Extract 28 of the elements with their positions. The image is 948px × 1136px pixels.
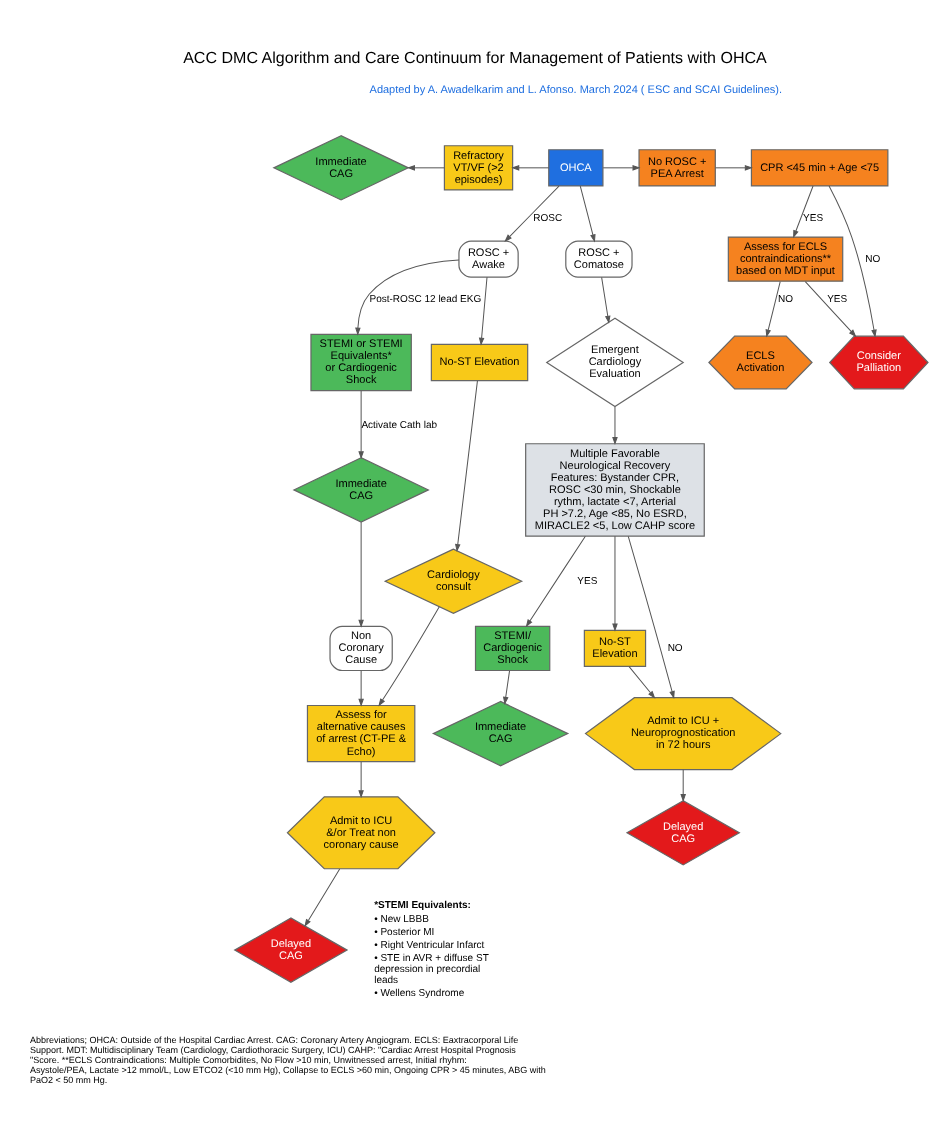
arrow [764, 281, 780, 337]
arrow [827, 185, 876, 337]
arrow [578, 185, 595, 242]
arrow [714, 165, 751, 171]
arrow [303, 868, 340, 927]
arrow [454, 380, 477, 551]
arrow [357, 761, 363, 798]
arrow [354, 259, 459, 335]
arrow [611, 535, 617, 631]
arrow [611, 406, 617, 444]
arrow [626, 535, 674, 699]
arrow [511, 165, 549, 171]
arrow [792, 185, 813, 238]
arrow [601, 165, 639, 171]
arrow [600, 276, 610, 323]
arrow [478, 276, 487, 345]
arrow [627, 666, 654, 699]
arrow [357, 670, 363, 706]
arrow [803, 281, 855, 337]
diagram-title: ACC DMC Algorithm and Care Continuum for Management of Patients with OHCA [182, 49, 766, 68]
arrow [406, 165, 444, 171]
arrow [502, 670, 510, 704]
arrow [525, 535, 585, 627]
arrow [357, 521, 363, 627]
arrow [377, 606, 439, 706]
arrow [357, 390, 363, 459]
arrow [503, 185, 559, 242]
arrow [679, 769, 685, 802]
